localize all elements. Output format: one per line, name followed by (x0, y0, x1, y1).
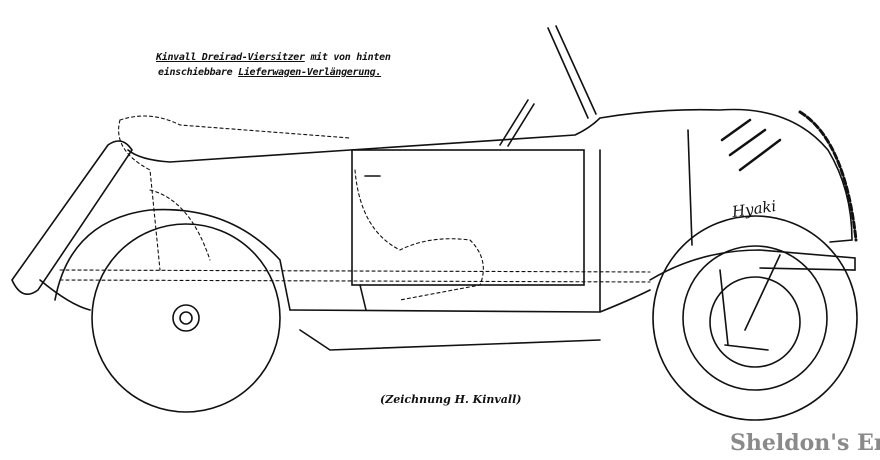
front-wheel (91, 223, 281, 413)
drawing-title-line2: einschiebbare Lieferwagen-Verlängerung. (158, 68, 381, 78)
rear-panel-line (687, 129, 693, 246)
drawing-title-line1: Kinvall Dreirad-Viersitzer mit von hinte… (156, 53, 391, 63)
door (351, 149, 585, 286)
title-rest: mit von hinten (304, 52, 391, 63)
steering-column (499, 99, 535, 147)
front-bumper (11, 140, 133, 296)
sill (299, 284, 601, 351)
rear-wheel (652, 215, 858, 421)
dashed-extension-outline (59, 115, 651, 301)
body-outline (127, 108, 853, 243)
louvers (720, 118, 782, 172)
body-lower (39, 149, 651, 313)
rear-chassis (649, 249, 856, 281)
drawing-caption: (Zeichnung H. Kinvall) (380, 393, 522, 406)
title-line2-start: einschiebbare (158, 67, 239, 78)
title-line2-underlined: Lieferwagen-Verlängerung. (238, 67, 382, 78)
windshield-post (547, 25, 597, 119)
front-fender (54, 208, 291, 311)
rear-fender-ribs (798, 110, 858, 242)
watermark: Sheldon's Emu (730, 430, 880, 456)
title-underlined-part: Kinvall Dreirad-Viersitzer (156, 52, 305, 63)
